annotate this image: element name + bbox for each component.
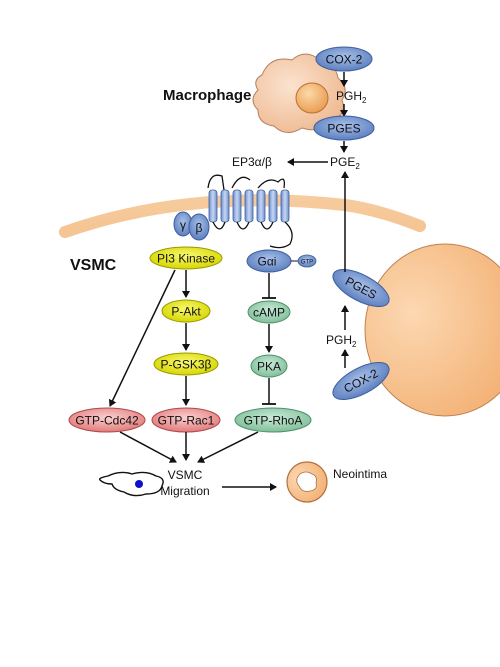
node-rac1: GTP-Rac1 xyxy=(151,407,221,433)
neointima-icon xyxy=(286,461,328,503)
node-camp-label: cAMP xyxy=(253,306,285,320)
gtp-small-node: GTP xyxy=(297,254,317,268)
node-pka-label: PKA xyxy=(257,360,281,374)
node-pges-top-label: PGES xyxy=(327,122,360,136)
node-rac1-label: GTP-Rac1 xyxy=(158,414,215,428)
gtp-small-label: GTP xyxy=(301,260,313,266)
node-pgsk: P-GSK3β xyxy=(153,352,219,376)
node-pakt-label: P-Akt xyxy=(171,305,201,319)
arrow-cdc42-migration xyxy=(119,431,177,463)
node-rhoa: GTP-RhoA xyxy=(234,407,312,433)
node-rhoa-label: GTP-RhoA xyxy=(244,414,303,428)
right-cell xyxy=(364,243,500,417)
arrow-pi3k-cdc42 xyxy=(108,269,176,407)
vsmc-nucleus-dot xyxy=(135,480,143,488)
ep3-receptor xyxy=(207,174,293,249)
node-pges-top: PGES xyxy=(313,115,375,141)
pge2-label: PGE2 xyxy=(330,155,360,171)
node-pka: PKA xyxy=(250,354,288,378)
macrophage-nucleus xyxy=(295,82,329,114)
node-cdc42: GTP-Cdc42 xyxy=(68,407,146,433)
ep3-label: EP3α/β xyxy=(232,155,272,169)
node-cox2-top: COX-2 xyxy=(315,46,373,72)
node-pgsk-label: P-GSK3β xyxy=(161,358,212,372)
migrating-vsmc-icon xyxy=(98,471,164,497)
pgh2-right-label: PGH2 xyxy=(326,333,357,349)
node-pi3k-label: PI3 Kinase xyxy=(157,252,215,266)
node-gai-label: Gαi xyxy=(258,255,277,269)
pgh2-top-label: PGH2 xyxy=(336,89,367,105)
arrow-rhoa-migration xyxy=(197,431,259,463)
beta-label: β xyxy=(196,221,203,235)
vsmc-label: VSMC xyxy=(70,257,117,274)
g-beta-subunit: β xyxy=(188,213,210,241)
macrophage-label: Macrophage xyxy=(163,87,251,104)
neointima-label: Neointima xyxy=(333,467,387,481)
node-gai: Gαi xyxy=(246,249,292,273)
gamma-label: γ xyxy=(180,218,186,232)
migration-label-line2: Migration xyxy=(160,484,209,498)
node-pi3k: PI3 Kinase xyxy=(149,246,223,270)
migration-label-line1: VSMC xyxy=(168,468,203,482)
node-cox2-top-label: COX-2 xyxy=(326,53,363,67)
node-cdc42-label: GTP-Cdc42 xyxy=(75,414,139,428)
node-pakt: P-Akt xyxy=(161,299,211,323)
node-camp: cAMP xyxy=(247,300,291,324)
cell-membrane xyxy=(59,194,426,238)
